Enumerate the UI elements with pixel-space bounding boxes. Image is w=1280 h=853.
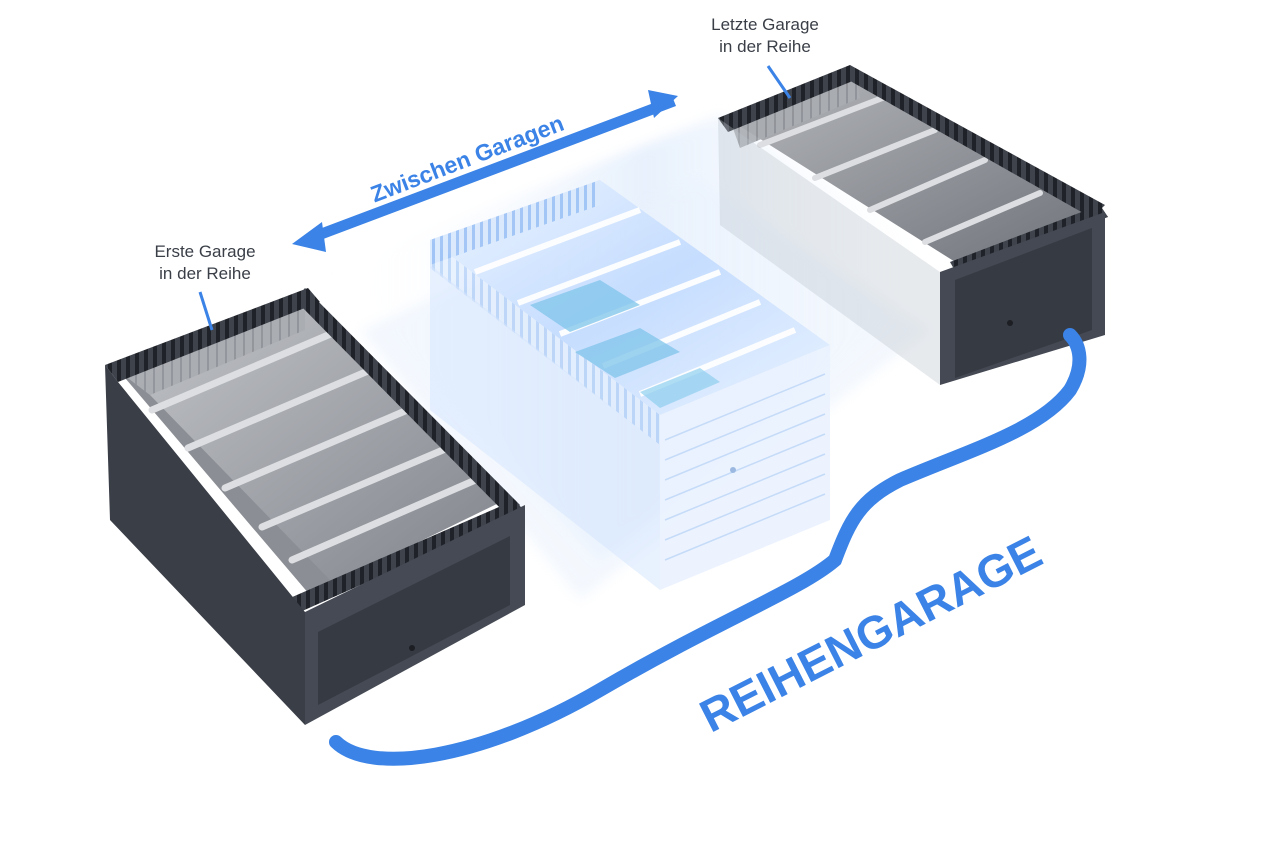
last-garage-label-line1: Letzte Garage <box>711 15 819 34</box>
first-garage-label-line2: in der Reihe <box>159 264 251 283</box>
last-garage <box>718 65 1108 385</box>
last-garage-label-line2: in der Reihe <box>719 37 811 56</box>
row-garage-label: REIHENGARAGE <box>692 525 1050 742</box>
first-garage <box>105 288 525 725</box>
first-garage-pointer <box>198 291 214 331</box>
last-garage-pointer <box>766 65 792 99</box>
last-garage-label: Letzte Garage in der Reihe <box>690 14 840 58</box>
middle-garage-ghost <box>430 180 830 590</box>
first-garage-label: Erste Garage in der Reihe <box>130 241 280 285</box>
row-brace <box>329 328 1087 766</box>
between-arrow <box>292 90 678 252</box>
first-garage-label-line1: Erste Garage <box>154 242 256 261</box>
